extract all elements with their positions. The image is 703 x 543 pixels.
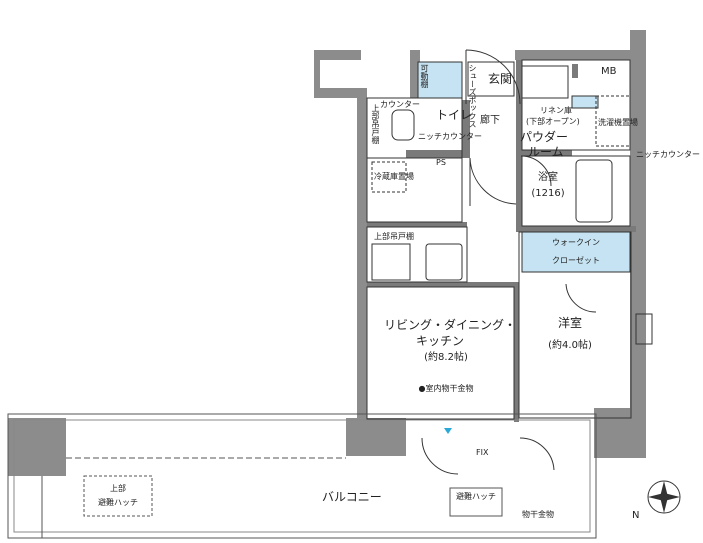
evac-hatch-upper-label-2: 避難ハッチ [98, 498, 138, 507]
washer-place-label: 洗濯機置場 [598, 118, 638, 127]
fix-label: FIX [476, 448, 489, 457]
room-label-entrance: 玄関 [488, 72, 513, 86]
washbasin-icon [521, 65, 569, 99]
counter-label: カウンター [380, 100, 420, 109]
room-label-powder-line1: パウダー [520, 130, 569, 144]
room-label-balcony: バルコニー [322, 490, 382, 504]
stove-icon [371, 243, 411, 281]
evac-hatch-label: 避難ハッチ [456, 492, 496, 501]
window-icon [635, 313, 653, 345]
room-size-ldk: (約8.2帖) [424, 352, 468, 363]
fixtures [371, 65, 653, 345]
movable-shelf-label: 可動棚 [420, 64, 429, 88]
walkin-label-line2: クローゼット [552, 256, 600, 265]
room-label-corridor: 廊下 [480, 115, 500, 126]
upper-cabinet-kitchen-label: 上部吊戸棚 [374, 232, 414, 241]
closets [417, 61, 631, 273]
interior-walls [367, 60, 636, 422]
room-label-toilet: トイレ [436, 108, 473, 122]
evac-hatch-upper-label: 上部 [110, 484, 126, 493]
room-label-ldk-line1: リビング・ダイニング・ [383, 318, 517, 332]
ps-label: PS [436, 158, 446, 167]
room-size-western: (約4.0帖) [548, 340, 592, 351]
linen-label: リネン庫 [540, 106, 572, 115]
balcony-area [7, 413, 597, 539]
exterior-walls [8, 30, 646, 476]
room-label-bath: 浴室 [538, 172, 558, 183]
walkin-label-line1: ウォークイン [552, 238, 600, 247]
drying-note: ●室内物干金物 [418, 384, 474, 393]
fridge-icon [371, 161, 407, 193]
sink-icon [425, 243, 463, 281]
drying-hardware-label: 物干金物 [522, 510, 554, 519]
compass-north-label: N [632, 510, 640, 521]
fridge-place-label: 冷蔵庫置場 [374, 172, 414, 181]
washer-icon [595, 95, 631, 147]
bathtub-icon [575, 159, 613, 223]
compass-icon [647, 480, 681, 514]
room-label-western: 洋室 [557, 316, 583, 330]
mb-label: MB [601, 66, 617, 77]
toilet-icon [391, 109, 415, 141]
niche-counter-label: ニッチカウンター [418, 132, 482, 141]
upper-cabinet-toilet-label: 上部吊戸棚 [371, 104, 380, 144]
room-label-ldk-line2: キッチン [415, 334, 465, 348]
entry-marker-icon [444, 428, 452, 434]
niche-counter-right-label: ニッチカウンター [636, 150, 700, 159]
doors [421, 49, 597, 475]
linen-sub-label: (下部オープン) [526, 117, 580, 126]
room-size-bath: (1216) [531, 188, 565, 199]
room-label-powder-line2: ルーム [528, 145, 564, 159]
shoe-closet-label: シューズボックス [468, 64, 477, 128]
